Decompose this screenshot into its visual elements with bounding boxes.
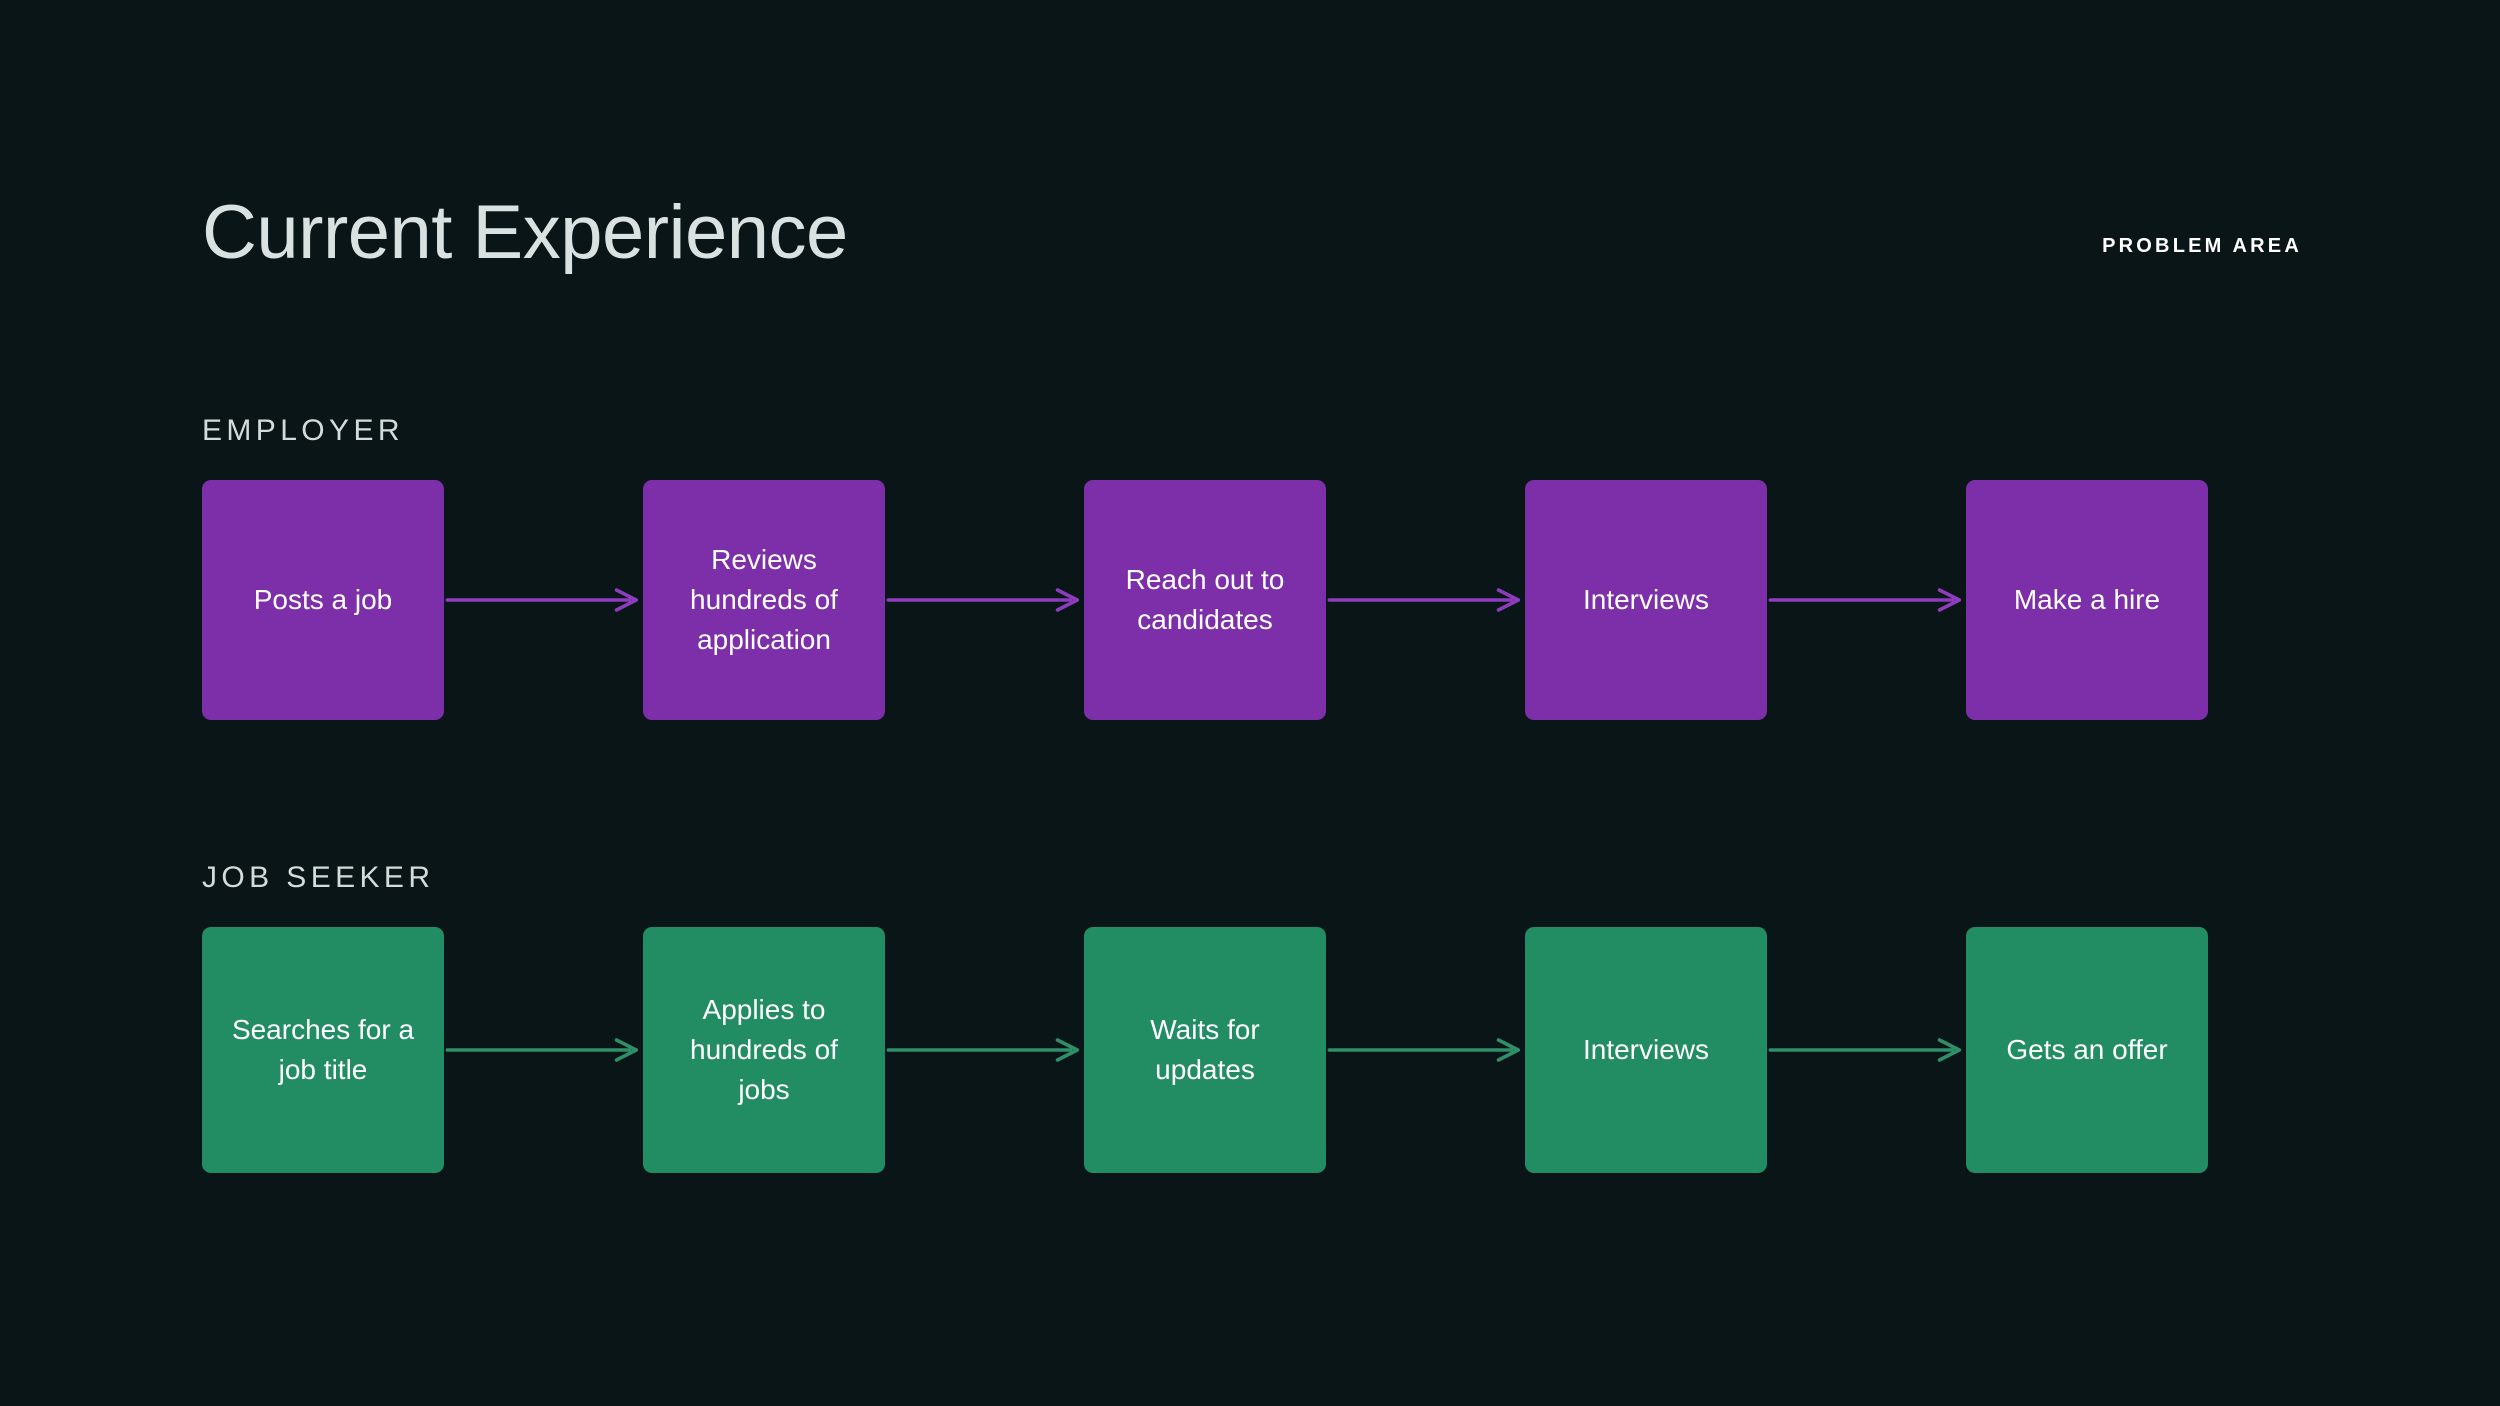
lane-label-job-seeker: JOB SEEKER	[202, 861, 435, 894]
connector-employer-1-2	[444, 480, 643, 720]
step-label: Gets an offer	[2006, 1034, 2168, 1066]
arrow-right-icon	[1767, 1033, 1966, 1067]
connector-jobseeker-1-2	[444, 927, 643, 1173]
connector-employer-4-5	[1767, 480, 1966, 720]
connector-jobseeker-2-3	[885, 927, 1084, 1173]
step-card-employer-3[interactable]: Reach out to candidates	[1084, 480, 1326, 720]
arrow-right-icon	[1326, 1033, 1525, 1067]
step-card-jobseeker-1[interactable]: Searches for a job title	[202, 927, 444, 1173]
step-label: Reach out to candidates	[1125, 564, 1285, 635]
step-label: Posts a job	[253, 584, 393, 616]
step-card-employer-2[interactable]: Reviews hundreds of application	[643, 480, 885, 720]
arrow-right-icon	[1767, 583, 1966, 617]
step-label: Interviews	[1582, 1034, 1710, 1066]
lane-employer: EMPLOYER Posts a job Reviews hundreds of…	[202, 412, 2208, 720]
step-card-jobseeker-5[interactable]: Gets an offer	[1966, 927, 2208, 1173]
problem-area-badge: PROBLEM AREA	[2102, 234, 2302, 257]
step-card-jobseeker-4[interactable]: Interviews	[1525, 927, 1767, 1173]
step-label: Interviews	[1582, 584, 1710, 616]
step-label: Waits for updates	[1150, 1014, 1260, 1085]
page-title: Current Experience	[202, 190, 848, 275]
step-card-employer-1[interactable]: Posts a job	[202, 480, 444, 720]
connector-jobseeker-4-5	[1767, 927, 1966, 1173]
step-label: Reviews hundreds of application	[690, 544, 838, 655]
flow-employer: Posts a job Reviews hundreds of applicat…	[202, 480, 2208, 720]
step-label: Make a hire	[2013, 584, 2161, 616]
step-card-jobseeker-3[interactable]: Waits for updates	[1084, 927, 1326, 1173]
step-label: Applies to hundreds of jobs	[690, 994, 838, 1105]
arrow-right-icon	[1326, 583, 1525, 617]
lane-label-employer: EMPLOYER	[202, 414, 404, 447]
step-card-jobseeker-2[interactable]: Applies to hundreds of jobs	[643, 927, 885, 1173]
arrow-right-icon	[885, 583, 1084, 617]
connector-employer-2-3	[885, 480, 1084, 720]
step-card-employer-5[interactable]: Make a hire	[1966, 480, 2208, 720]
step-card-employer-4[interactable]: Interviews	[1525, 480, 1767, 720]
arrow-right-icon	[885, 1033, 1084, 1067]
step-label: Searches for a job title	[231, 1014, 415, 1085]
connector-employer-3-4	[1326, 480, 1525, 720]
slide-header: Current Experience PROBLEM AREA	[0, 178, 2500, 288]
lane-job-seeker: JOB SEEKER Searches for a job title Appl…	[202, 859, 2208, 1173]
connector-jobseeker-3-4	[1326, 927, 1525, 1173]
arrow-right-icon	[444, 1033, 643, 1067]
arrow-right-icon	[444, 583, 643, 617]
flow-job-seeker: Searches for a job title Applies to hund…	[202, 927, 2208, 1173]
